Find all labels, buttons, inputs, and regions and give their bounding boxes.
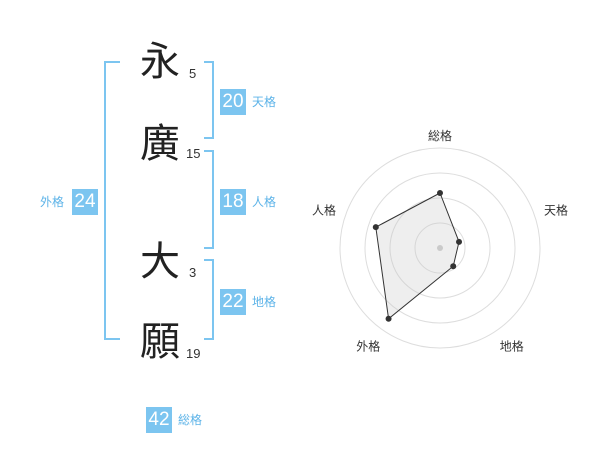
so-label: 総格	[178, 413, 203, 427]
radar-axis-label-2: 地格	[500, 339, 524, 354]
name-char-2: 廣	[140, 121, 180, 167]
stroke-count-4: 19	[186, 346, 201, 361]
jin-value-badge: 18	[220, 189, 246, 215]
radar-axis-label-3: 外格	[356, 339, 380, 354]
chi-value-badge: 22	[220, 289, 246, 315]
stroke-count-3: 3	[189, 265, 197, 280]
radar-ring	[389, 197, 491, 299]
radar-axis-label-1: 天格	[544, 202, 568, 217]
radar-axis-label-4: 人格	[312, 202, 336, 217]
radar-ring	[364, 172, 516, 324]
radar-ring	[339, 147, 541, 349]
radar-ring	[414, 222, 466, 274]
radar-point-3	[385, 315, 392, 322]
gai-label: 外格	[40, 195, 65, 209]
radar-point-0	[437, 190, 443, 196]
ten-value-badge: 20	[220, 89, 246, 115]
radar-axis-label-0: 総格	[428, 128, 452, 143]
radar-point-1	[456, 238, 463, 245]
so-value-badge: 42	[146, 407, 172, 433]
jin-label: 人格	[252, 195, 277, 209]
name-char-3: 大	[140, 239, 180, 285]
radar-series-polygon	[375, 192, 460, 320]
gai-value-badge: 24	[72, 189, 98, 215]
radar-point-4	[372, 224, 379, 231]
radar-center	[437, 245, 443, 251]
name-char-1: 永	[140, 39, 180, 85]
ten-label: 天格	[252, 95, 277, 109]
stroke-count-1: 5	[189, 66, 197, 81]
stroke-count-2: 15	[186, 146, 201, 161]
chi-label: 地格	[252, 295, 277, 309]
name-char-4: 願	[140, 319, 180, 365]
radar-point-2	[450, 263, 457, 270]
